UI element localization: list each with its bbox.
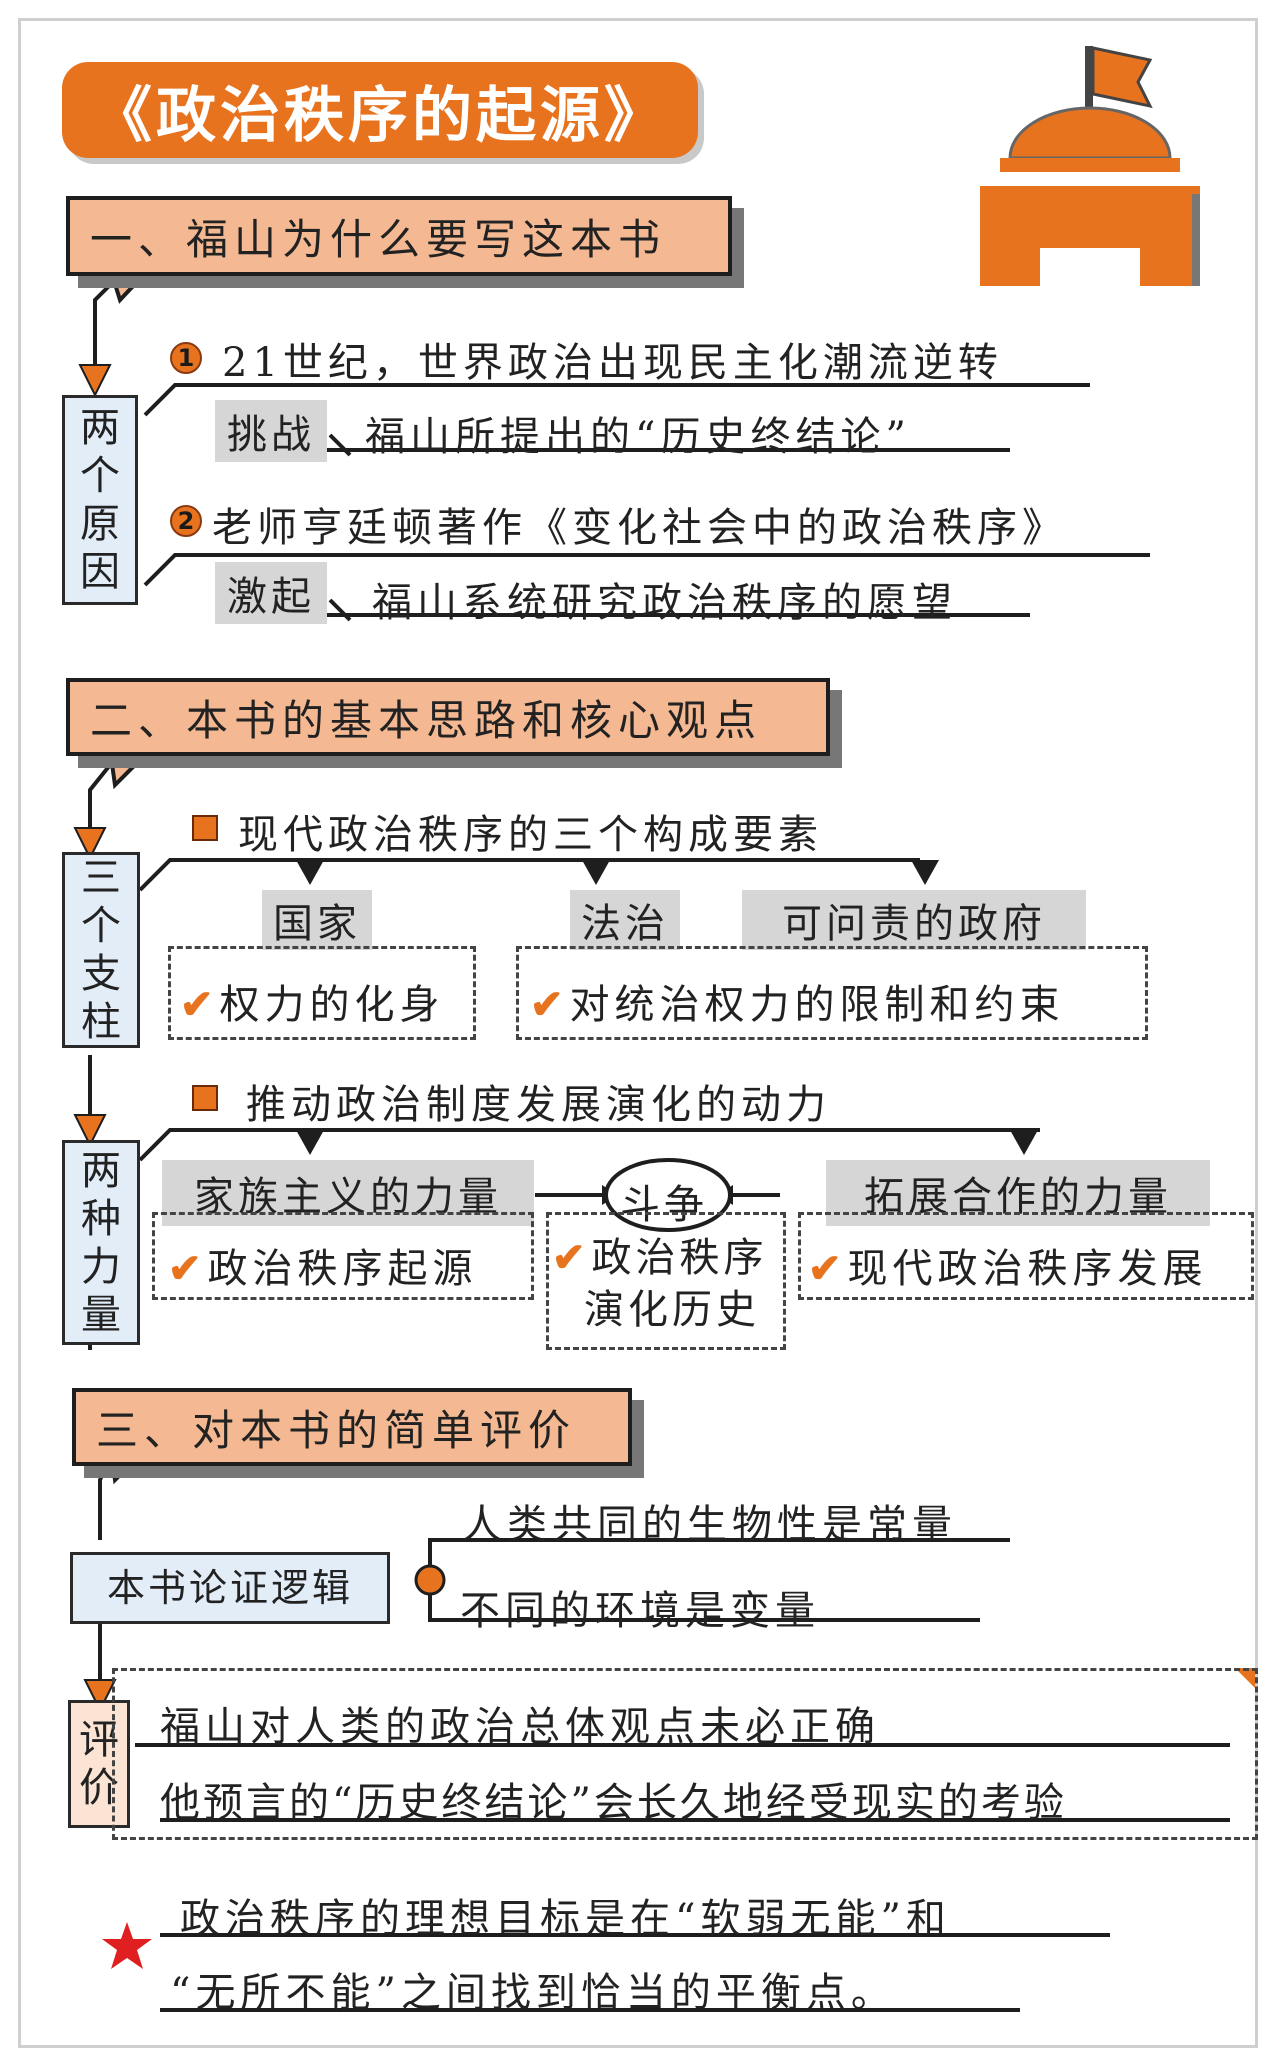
evaluation-line1: 福山对人类的政治总体观点未必正确 [160, 1704, 880, 1750]
conclusion-line1: 政治秩序的理想目标是在“软弱无能”和 [180, 1896, 951, 1942]
check-icon: ✔ [530, 981, 564, 1028]
reason2-number: 2 [170, 505, 202, 537]
page-frame [18, 18, 1258, 2048]
check-icon: ✔ [180, 981, 214, 1028]
family-desc: ✔政治秩序起源 [168, 1245, 478, 1292]
page-title: 《政治秩序的起源》 [62, 62, 698, 158]
podium-flag-icon [980, 46, 1200, 286]
reason1-detail: 福山所提出的“历史终结论” [365, 414, 911, 460]
struggle-label: 斗争 [620, 1182, 708, 1228]
struggle-desc: ✔政治秩序 演化历史 [552, 1234, 768, 1333]
coop-desc-box [798, 1212, 1254, 1300]
family-desc-box [152, 1212, 534, 1300]
bullet-square-icon [192, 1085, 218, 1111]
pillar-rule-of-law: 法治 [570, 890, 680, 950]
pillars-title: 现代政治秩序的三个构成要素 [238, 812, 823, 858]
struggle-desc-box [546, 1212, 786, 1350]
logic-constant: 人类共同的生物性是常量 [462, 1502, 957, 1548]
reason1-number: 1 [170, 342, 202, 374]
pillar-state: 国家 [262, 890, 372, 950]
rule-desc: ✔对统治权力的限制和约束 [530, 981, 1065, 1028]
logic-label: 本书论证逻辑 [70, 1552, 390, 1624]
reason2-tag: 激起 [215, 562, 327, 624]
bullet-square-icon [192, 815, 218, 841]
rule-desc-box [516, 946, 1148, 1040]
star-icon [102, 1922, 152, 1969]
reason1-tag: 挑战 [215, 400, 327, 462]
coop-desc: ✔现代政治秩序发展 [808, 1245, 1208, 1292]
check-icon: ✔ [808, 1245, 842, 1292]
check-icon: ✔ [168, 1245, 202, 1292]
forces-title: 推动政治制度发展演化的动力 [246, 1082, 831, 1128]
section3-heading: 三、对本书的简单评价 [72, 1388, 632, 1466]
section2-heading: 二、本书的基本思路和核心观点 [66, 678, 830, 756]
pillars-label: 三 个 支 柱 [62, 852, 140, 1048]
force-family: 家族主义的力量 [162, 1160, 534, 1226]
pillar-accountable-government: 可问责的政府 [742, 890, 1086, 950]
section1-heading: 一、福山为什么要写这本书 [66, 196, 732, 276]
state-desc-box [168, 946, 476, 1040]
evaluation-line2: 他预言的“历史终结论”会长久地经受现实的考验 [160, 1780, 1067, 1826]
check-icon: ✔ [552, 1234, 586, 1281]
state-desc: ✔权力的化身 [180, 981, 445, 1028]
reason2-text: 老师亨廷顿著作《变化社会中的政治秩序》 [212, 505, 1067, 551]
reason1-text: 21世纪，世界政治出现民主化潮流逆转 [222, 340, 1003, 386]
logic-variable: 不同的环境是变量 [460, 1588, 820, 1634]
reasons-label: 两 个 原 因 [62, 395, 138, 605]
forces-label: 两 种 力 量 [62, 1140, 140, 1345]
conclusion-line2: “无所不能”之间找到恰当的平衡点。 [170, 1970, 896, 2016]
evaluation-box [112, 1668, 1258, 1840]
reason2-detail: 福山系统研究政治秩序的愿望 [372, 580, 957, 626]
